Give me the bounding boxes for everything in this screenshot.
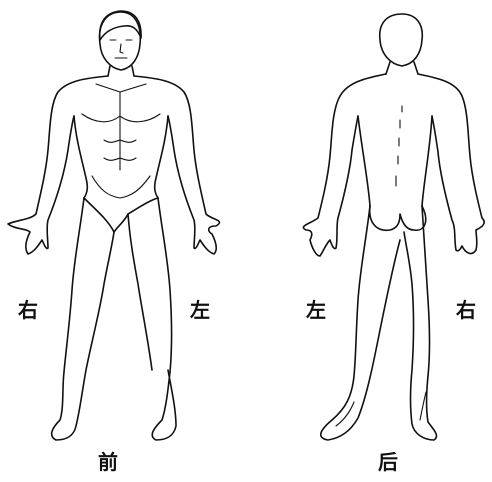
back-spine	[395, 105, 403, 187]
back-left-label: 左	[306, 298, 326, 322]
front-neck	[107, 65, 135, 77]
front-torso	[73, 115, 169, 199]
back-right-label: 右	[456, 298, 476, 322]
back-head	[378, 13, 424, 67]
front-groin	[83, 197, 159, 233]
back-torso	[357, 115, 433, 207]
front-abs	[91, 139, 151, 199]
back-figure	[302, 13, 485, 441]
front-right-leg	[127, 197, 177, 441]
front-right-arm	[133, 75, 221, 255]
back-buttocks	[368, 205, 427, 231]
back-right-arm	[417, 73, 485, 255]
back-sole	[335, 391, 427, 427]
front-view-label: 前	[98, 450, 118, 474]
front-right-label: 右	[18, 298, 38, 322]
front-left-arm	[7, 75, 109, 255]
back-neck	[385, 61, 419, 75]
back-right-leg	[403, 205, 438, 441]
back-left-leg	[320, 205, 401, 441]
back-view-label: 后	[378, 450, 398, 474]
front-left-label: 左	[190, 298, 210, 322]
back-left-arm	[302, 73, 387, 257]
front-figure	[7, 10, 221, 441]
front-chest	[81, 83, 161, 171]
front-left-leg	[50, 197, 115, 441]
front-face	[109, 39, 133, 59]
front-hair	[98, 10, 142, 41]
front-head	[98, 11, 142, 71]
